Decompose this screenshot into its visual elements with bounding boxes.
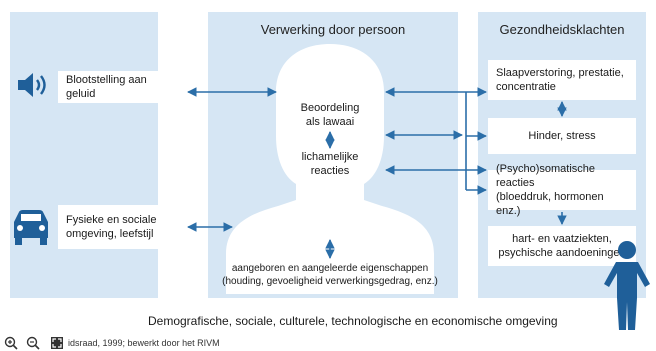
sleep-disturbance-label: Slaapverstoring, prestatie, concentratie (496, 66, 624, 94)
cardiovascular-box: hart- en vaatziekten, psychische aandoen… (488, 226, 636, 266)
noise-exposure-label: Blootstelling aan geluid (66, 74, 147, 100)
annoyance-stress-box: Hinder, stress (488, 118, 636, 154)
fullscreen-icon[interactable] (50, 336, 64, 350)
annoyance-stress-label: Hinder, stress (528, 130, 596, 142)
sleep-disturbance-box: Slaapverstoring, prestatie, concentratie (488, 60, 636, 100)
health-panel-title: Gezondheidsklachten (499, 22, 625, 37)
sleep-disturbance-line2: concentratie (496, 81, 556, 93)
assessment-label: Beoordeling als lawaai (290, 101, 370, 129)
speaker-icon (18, 73, 46, 97)
footer-context-text: Demografische, sociale, culturele, techn… (148, 314, 558, 328)
environment-box: Fysieke en sociale omgeving, leefstijl (58, 205, 186, 249)
psychosomatic-label: (Psycho)somatische reacties (bloeddruk, … (496, 162, 628, 218)
assessment-line1: Beoordeling (300, 102, 360, 114)
zoom-out-icon[interactable] (26, 336, 40, 350)
assessment-line2: als lawaai (305, 116, 355, 128)
body-reactions-line2: reacties (310, 165, 350, 177)
processing-panel-title: Verwerking door persoon (260, 22, 406, 37)
psychosomatic-line2: (bloeddruk, hormonen enz.) (496, 191, 604, 217)
traits-line2: (houding, gevoeligheid verwerkingsgedrag… (222, 276, 438, 287)
source-caption: idsraad, 1999; bewerkt door het RIVM (68, 338, 220, 348)
noise-exposure-box: Blootstelling aan geluid (58, 71, 186, 103)
cardiovascular-line1: hart- en vaatziekten, (512, 233, 612, 245)
body-reactions-label: lichamelijke reacties (290, 150, 370, 178)
traits-label: aangeboren en aangeleerde eigenschappen … (220, 262, 440, 288)
psychosomatic-line1: (Psycho)somatische reacties (496, 163, 596, 189)
psychosomatic-box: (Psycho)somatische reacties (bloeddruk, … (488, 163, 636, 217)
cardiovascular-label: hart- en vaatziekten, psychische aandoen… (498, 232, 625, 260)
cardiovascular-line2: psychische aandoeningen (498, 247, 626, 259)
person-figure-icon (604, 241, 650, 330)
car-icon (14, 210, 48, 245)
zoom-in-icon[interactable] (4, 336, 18, 350)
environment-label-line1: Fysieke en sociale (66, 214, 157, 226)
environment-label-line2: omgeving, leefstijl (66, 228, 154, 240)
traits-line1: aangeboren en aangeleerde eigenschappen (231, 263, 429, 274)
exposure-panel (10, 12, 158, 298)
sleep-disturbance-line1: Slaapverstoring, prestatie, (496, 67, 624, 79)
body-reactions-line1: lichamelijke (301, 151, 359, 163)
environment-label: Fysieke en sociale omgeving, leefstijl (66, 213, 157, 241)
